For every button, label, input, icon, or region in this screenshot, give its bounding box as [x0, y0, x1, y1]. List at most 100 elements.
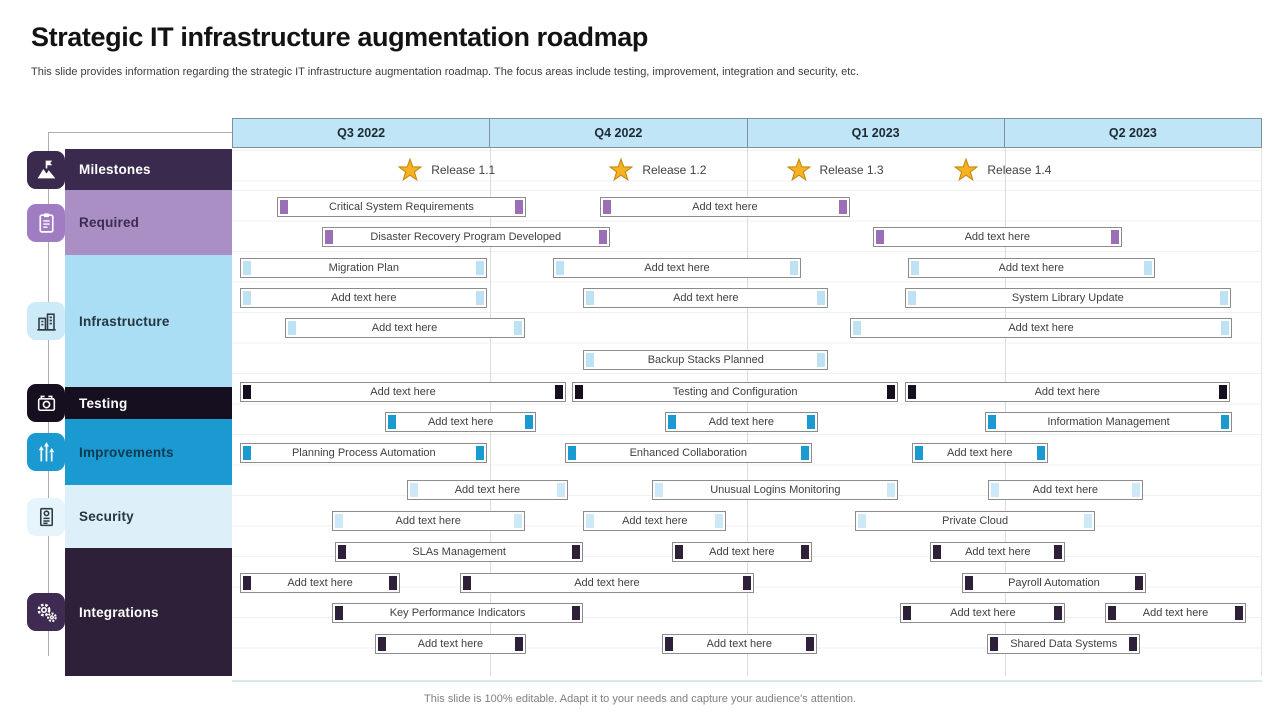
- milestone-marker[interactable]: Release 1.2: [609, 157, 706, 183]
- bar-label: Migration Plan: [328, 262, 399, 274]
- page-title: Strategic IT infrastructure augmentation…: [31, 22, 648, 52]
- flag-mountain-icon: [27, 150, 65, 189]
- roadmap-bar[interactable]: Add text here: [583, 288, 829, 308]
- bar-label: Add text here: [417, 638, 484, 650]
- timeline-quarter-header: Q4 2022: [490, 118, 748, 148]
- bar-label: Add text here: [673, 292, 739, 304]
- camera-icon: [27, 384, 65, 422]
- roadmap-bar[interactable]: Add text here: [904, 382, 1231, 402]
- bar-label: Add text here: [427, 416, 494, 428]
- roadmap-bar[interactable]: Add text here: [671, 542, 812, 562]
- bar-label: Enhanced Collaboration: [629, 447, 747, 459]
- roadmap-bar[interactable]: Add text here: [375, 634, 526, 654]
- category-label: Milestones: [79, 162, 151, 177]
- roadmap-bar[interactable]: Add text here: [284, 318, 525, 338]
- bar-label: Add text here: [454, 484, 521, 496]
- bar-label: Add text here: [1142, 607, 1209, 619]
- roadmap-bar[interactable]: System Library Update: [904, 288, 1232, 308]
- roadmap-bar[interactable]: Testing and Configuration: [571, 382, 899, 402]
- bar-label: Private Cloud: [942, 515, 1009, 527]
- star-icon: [609, 158, 634, 182]
- roadmap-bar[interactable]: Add text here: [240, 573, 400, 593]
- bar-label: Disaster Recovery Program Developed: [370, 231, 562, 243]
- bar-label: Add text here: [371, 322, 438, 334]
- roadmap-bar[interactable]: Key Performance Indicators: [331, 603, 584, 623]
- clipboard-icon: [27, 203, 65, 242]
- bar-label: Backup Stacks Planned: [647, 354, 764, 366]
- bar-label: Add text here: [950, 607, 1016, 619]
- bar-label: Add text here: [574, 577, 640, 589]
- category-label: Integrations: [79, 604, 159, 620]
- roadmap-bar[interactable]: Planning Process Automation: [240, 443, 488, 463]
- roadmap-bar[interactable]: Add text here: [988, 480, 1143, 500]
- bar-label: Add text here: [706, 638, 772, 650]
- roadmap-bar[interactable]: Shared Data Systems: [986, 634, 1141, 654]
- roadmap-bar[interactable]: Add text here: [850, 318, 1233, 338]
- roadmap-bar[interactable]: Add text here: [872, 227, 1122, 247]
- roadmap-bar[interactable]: Add text here: [240, 288, 488, 308]
- bar-label: Add text here: [998, 262, 1064, 274]
- bar-label: Shared Data Systems: [1010, 638, 1118, 650]
- bar-label: Add text here: [395, 515, 461, 527]
- category-band-required: Required: [65, 190, 232, 255]
- category-band-testing: Testing: [65, 387, 232, 419]
- roadmap-bar[interactable]: Add text here: [553, 258, 801, 278]
- roadmap-bar[interactable]: Add text here: [459, 573, 755, 593]
- category-label: Required: [79, 215, 140, 230]
- milestone-marker[interactable]: Release 1.1: [398, 157, 495, 183]
- roadmap-bar[interactable]: Private Cloud: [855, 511, 1096, 531]
- roadmap-bar[interactable]: Add text here: [331, 511, 525, 531]
- roadmap-bar[interactable]: Backup Stacks Planned: [583, 350, 829, 370]
- roadmap-bar[interactable]: Add text here: [664, 412, 819, 432]
- milestone-label: Release 1.2: [642, 163, 707, 177]
- category-label: Security: [79, 509, 134, 524]
- category-band-milestones: Milestones: [65, 149, 232, 190]
- bar-label: Add text here: [965, 546, 1031, 558]
- roadmap-bar[interactable]: Critical System Requirements: [277, 197, 526, 217]
- bar-label: Add text here: [708, 416, 775, 428]
- roadmap-bar[interactable]: Add text here: [661, 634, 818, 654]
- milestone-marker[interactable]: Release 1.3: [786, 157, 884, 183]
- gears-icon: [27, 593, 65, 631]
- timeline-quarter-header: Q2 2023: [1004, 118, 1262, 148]
- bar-label: Add text here: [1034, 386, 1101, 398]
- roadmap-bar[interactable]: Add text here: [1105, 603, 1246, 623]
- bar-label: Add text here: [644, 262, 710, 274]
- roadmap-bar[interactable]: Add text here: [599, 197, 850, 217]
- roadmap-bar[interactable]: Payroll Automation: [962, 573, 1146, 593]
- milestone-label: Release 1.1: [431, 163, 496, 177]
- milestone-marker[interactable]: Release 1.4: [954, 157, 1051, 183]
- bar-label: Add text here: [1032, 484, 1098, 496]
- bar-label: Add text here: [964, 231, 1030, 243]
- rail-connector-line: [48, 132, 232, 133]
- star-icon: [954, 158, 979, 182]
- roadmap-bar[interactable]: Add text here: [240, 382, 566, 402]
- roadmap-bar[interactable]: Add text here: [385, 412, 536, 432]
- roadmap-bar[interactable]: SLAs Management: [335, 542, 584, 562]
- roadmap-bar[interactable]: Enhanced Collaboration: [564, 443, 812, 463]
- roadmap-bar[interactable]: Add text here: [930, 542, 1066, 562]
- bar-label: Unusual Logins Monitoring: [710, 484, 841, 496]
- bar-label: Testing and Configuration: [672, 386, 798, 398]
- bar-label: SLAs Management: [412, 546, 506, 558]
- roadmap-bar[interactable]: Add text here: [907, 258, 1155, 278]
- roadmap-bar[interactable]: Disaster Recovery Program Developed: [321, 227, 610, 247]
- secure-doc-icon: [27, 497, 65, 536]
- roadmap-bar[interactable]: Add text here: [900, 603, 1066, 623]
- page-subtitle: This slide provides information regardin…: [31, 66, 859, 78]
- roadmap-bar[interactable]: Information Management: [984, 412, 1233, 432]
- bar-label: Information Management: [1047, 416, 1170, 428]
- roadmap-bar[interactable]: Migration Plan: [240, 258, 488, 278]
- category-band-improvements: Improvements: [65, 419, 232, 485]
- milestone-label: Release 1.4: [987, 163, 1052, 177]
- bar-label: Add text here: [331, 292, 397, 304]
- bar-label: Payroll Automation: [1008, 577, 1100, 589]
- category-band-security: Security: [65, 485, 232, 548]
- milestone-label: Release 1.3: [819, 163, 884, 177]
- roadmap-bar[interactable]: Add text here: [407, 480, 568, 500]
- roadmap-bar[interactable]: Add text here: [911, 443, 1048, 463]
- roadmap-bar[interactable]: Unusual Logins Monitoring: [652, 480, 899, 500]
- roadmap-bar[interactable]: Add text here: [583, 511, 727, 531]
- bar-label: Planning Process Automation: [291, 447, 436, 459]
